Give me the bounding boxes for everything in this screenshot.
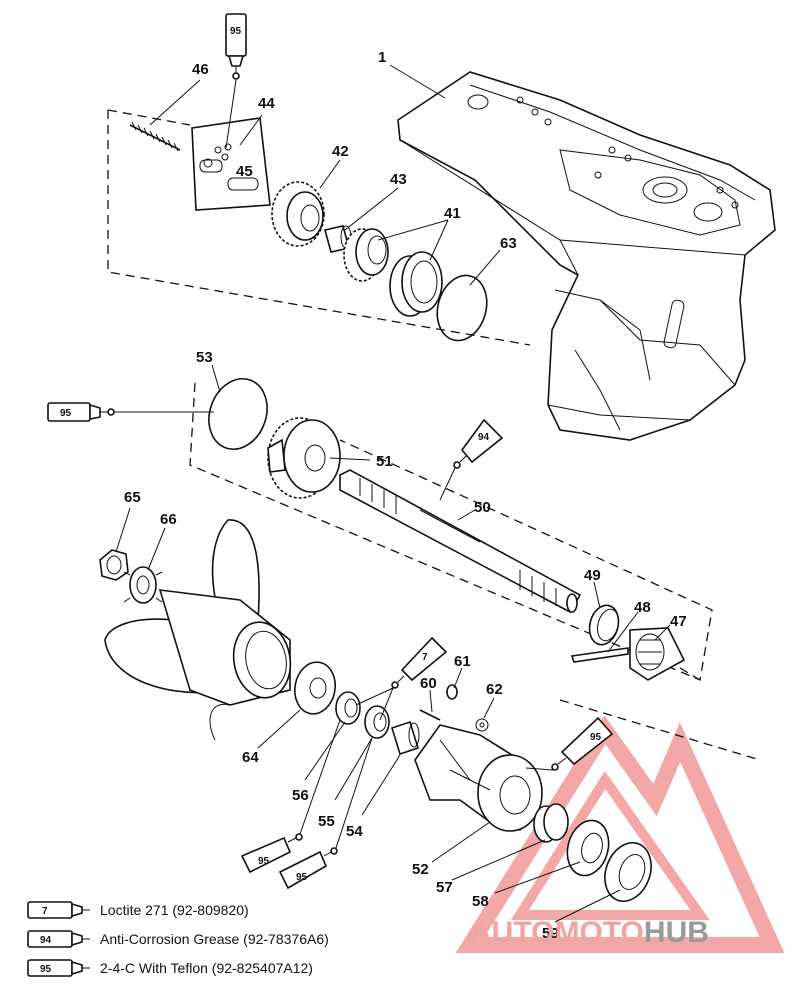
label-57: 57 (436, 879, 453, 896)
seal-55 (364, 705, 390, 739)
tube-label: 95 (60, 408, 72, 419)
label-60: 60 (420, 675, 437, 692)
tube-label: 7 (422, 652, 428, 663)
label-55: 55 (318, 813, 335, 830)
legend-tube-label: 95 (40, 964, 52, 975)
legend-row-7: 7 Loctite 271 (92-809820) (27, 901, 249, 919)
thrust-washer (293, 661, 337, 715)
label-44: 44 (258, 95, 275, 112)
o-ring-53 (208, 378, 268, 450)
label-58: 58 (472, 893, 489, 910)
part-labels: 1 46 44 45 42 43 41 63 53 51 50 49 48 47… (124, 49, 687, 942)
tube-label: 95 (296, 872, 308, 883)
label-66: 66 (160, 511, 177, 528)
label-47: 47 (670, 613, 687, 630)
label-52: 52 (412, 861, 429, 878)
washer-58 (566, 819, 610, 877)
bearing-carrier (414, 724, 543, 832)
legend-row-94: 94 Anti-Corrosion Grease (92-78376A6) (27, 930, 329, 948)
tube-94: 94 (439, 418, 504, 501)
tube-7: 7 (355, 636, 448, 721)
tube-label: 95 (230, 26, 242, 37)
tube-label: 95 (590, 732, 602, 743)
cross-pin (570, 647, 629, 663)
label-41: 41 (444, 205, 461, 222)
label-48: 48 (634, 599, 651, 616)
gear-housing (397, 71, 776, 441)
watermark-part1: AUTOMOTOHUB (470, 916, 709, 949)
label-53: 53 (196, 349, 213, 366)
tube-95-top: 95 (225, 13, 247, 149)
washer-61 (446, 684, 458, 700)
label-64: 64 (242, 749, 259, 766)
legend-tube-label: 7 (42, 906, 48, 917)
spring-pin (129, 121, 181, 152)
watermark-text: AUTOMOTOHUB (470, 916, 709, 949)
prop-nut (99, 549, 129, 581)
tube-95-bottom-left-1: 95 (240, 719, 341, 874)
tube-label: 94 (478, 432, 490, 443)
small-parts-card (191, 117, 271, 211)
legend-text: 2-4-C With Teflon (92-825407A12) (100, 960, 313, 976)
watermark-logo (455, 715, 785, 953)
ring-49 (588, 604, 620, 646)
assembly-dashed-lines (107, 109, 761, 761)
tube-95-right: 95 (525, 716, 614, 771)
label-61: 61 (454, 653, 471, 670)
propeller-shaft (339, 469, 582, 614)
label-56: 56 (292, 787, 309, 804)
label-42: 42 (332, 143, 349, 160)
label-54: 54 (346, 823, 363, 840)
label-50: 50 (474, 499, 491, 516)
label-59: 59 (542, 925, 559, 942)
legend-text: Loctite 271 (92-809820) (100, 902, 249, 918)
bearing-57 (533, 803, 569, 843)
o-ring-63 (436, 274, 488, 342)
label-63: 63 (500, 235, 517, 252)
forward-gear (267, 417, 341, 499)
tapered-bearing-41 (343, 228, 389, 282)
propeller (104, 519, 292, 741)
label-51: 51 (376, 453, 393, 470)
tab-washer (123, 566, 163, 604)
label-49: 49 (584, 567, 601, 584)
label-65: 65 (124, 489, 141, 506)
label-62: 62 (486, 681, 503, 698)
label-46: 46 (192, 61, 209, 78)
needle-bearing-54 (391, 720, 420, 756)
label-45: 45 (236, 163, 253, 180)
tube-label: 95 (258, 856, 270, 867)
screw-60 (419, 709, 441, 721)
legend: 7 Loctite 271 (92-809820) 94 Anti-Corros… (27, 901, 329, 977)
legend-row-95: 95 2-4-C With Teflon (92-825407A12) (27, 959, 313, 977)
legend-tube-label: 94 (40, 935, 52, 946)
clutch (629, 627, 686, 681)
tube-95-bottom-left-2: 95 (278, 737, 373, 890)
tube-95-left: 95 (47, 402, 214, 422)
legend-text: Anti-Corrosion Grease (92-78376A6) (100, 931, 329, 947)
label-43: 43 (390, 171, 407, 188)
pinion-gear (271, 181, 325, 247)
tab-washer-59 (604, 842, 652, 902)
seal-56 (335, 691, 361, 725)
label-1: 1 (378, 49, 386, 66)
bearing-cup-41 (389, 251, 443, 317)
plug-62 (475, 718, 489, 732)
leader-lines (115, 64, 671, 923)
